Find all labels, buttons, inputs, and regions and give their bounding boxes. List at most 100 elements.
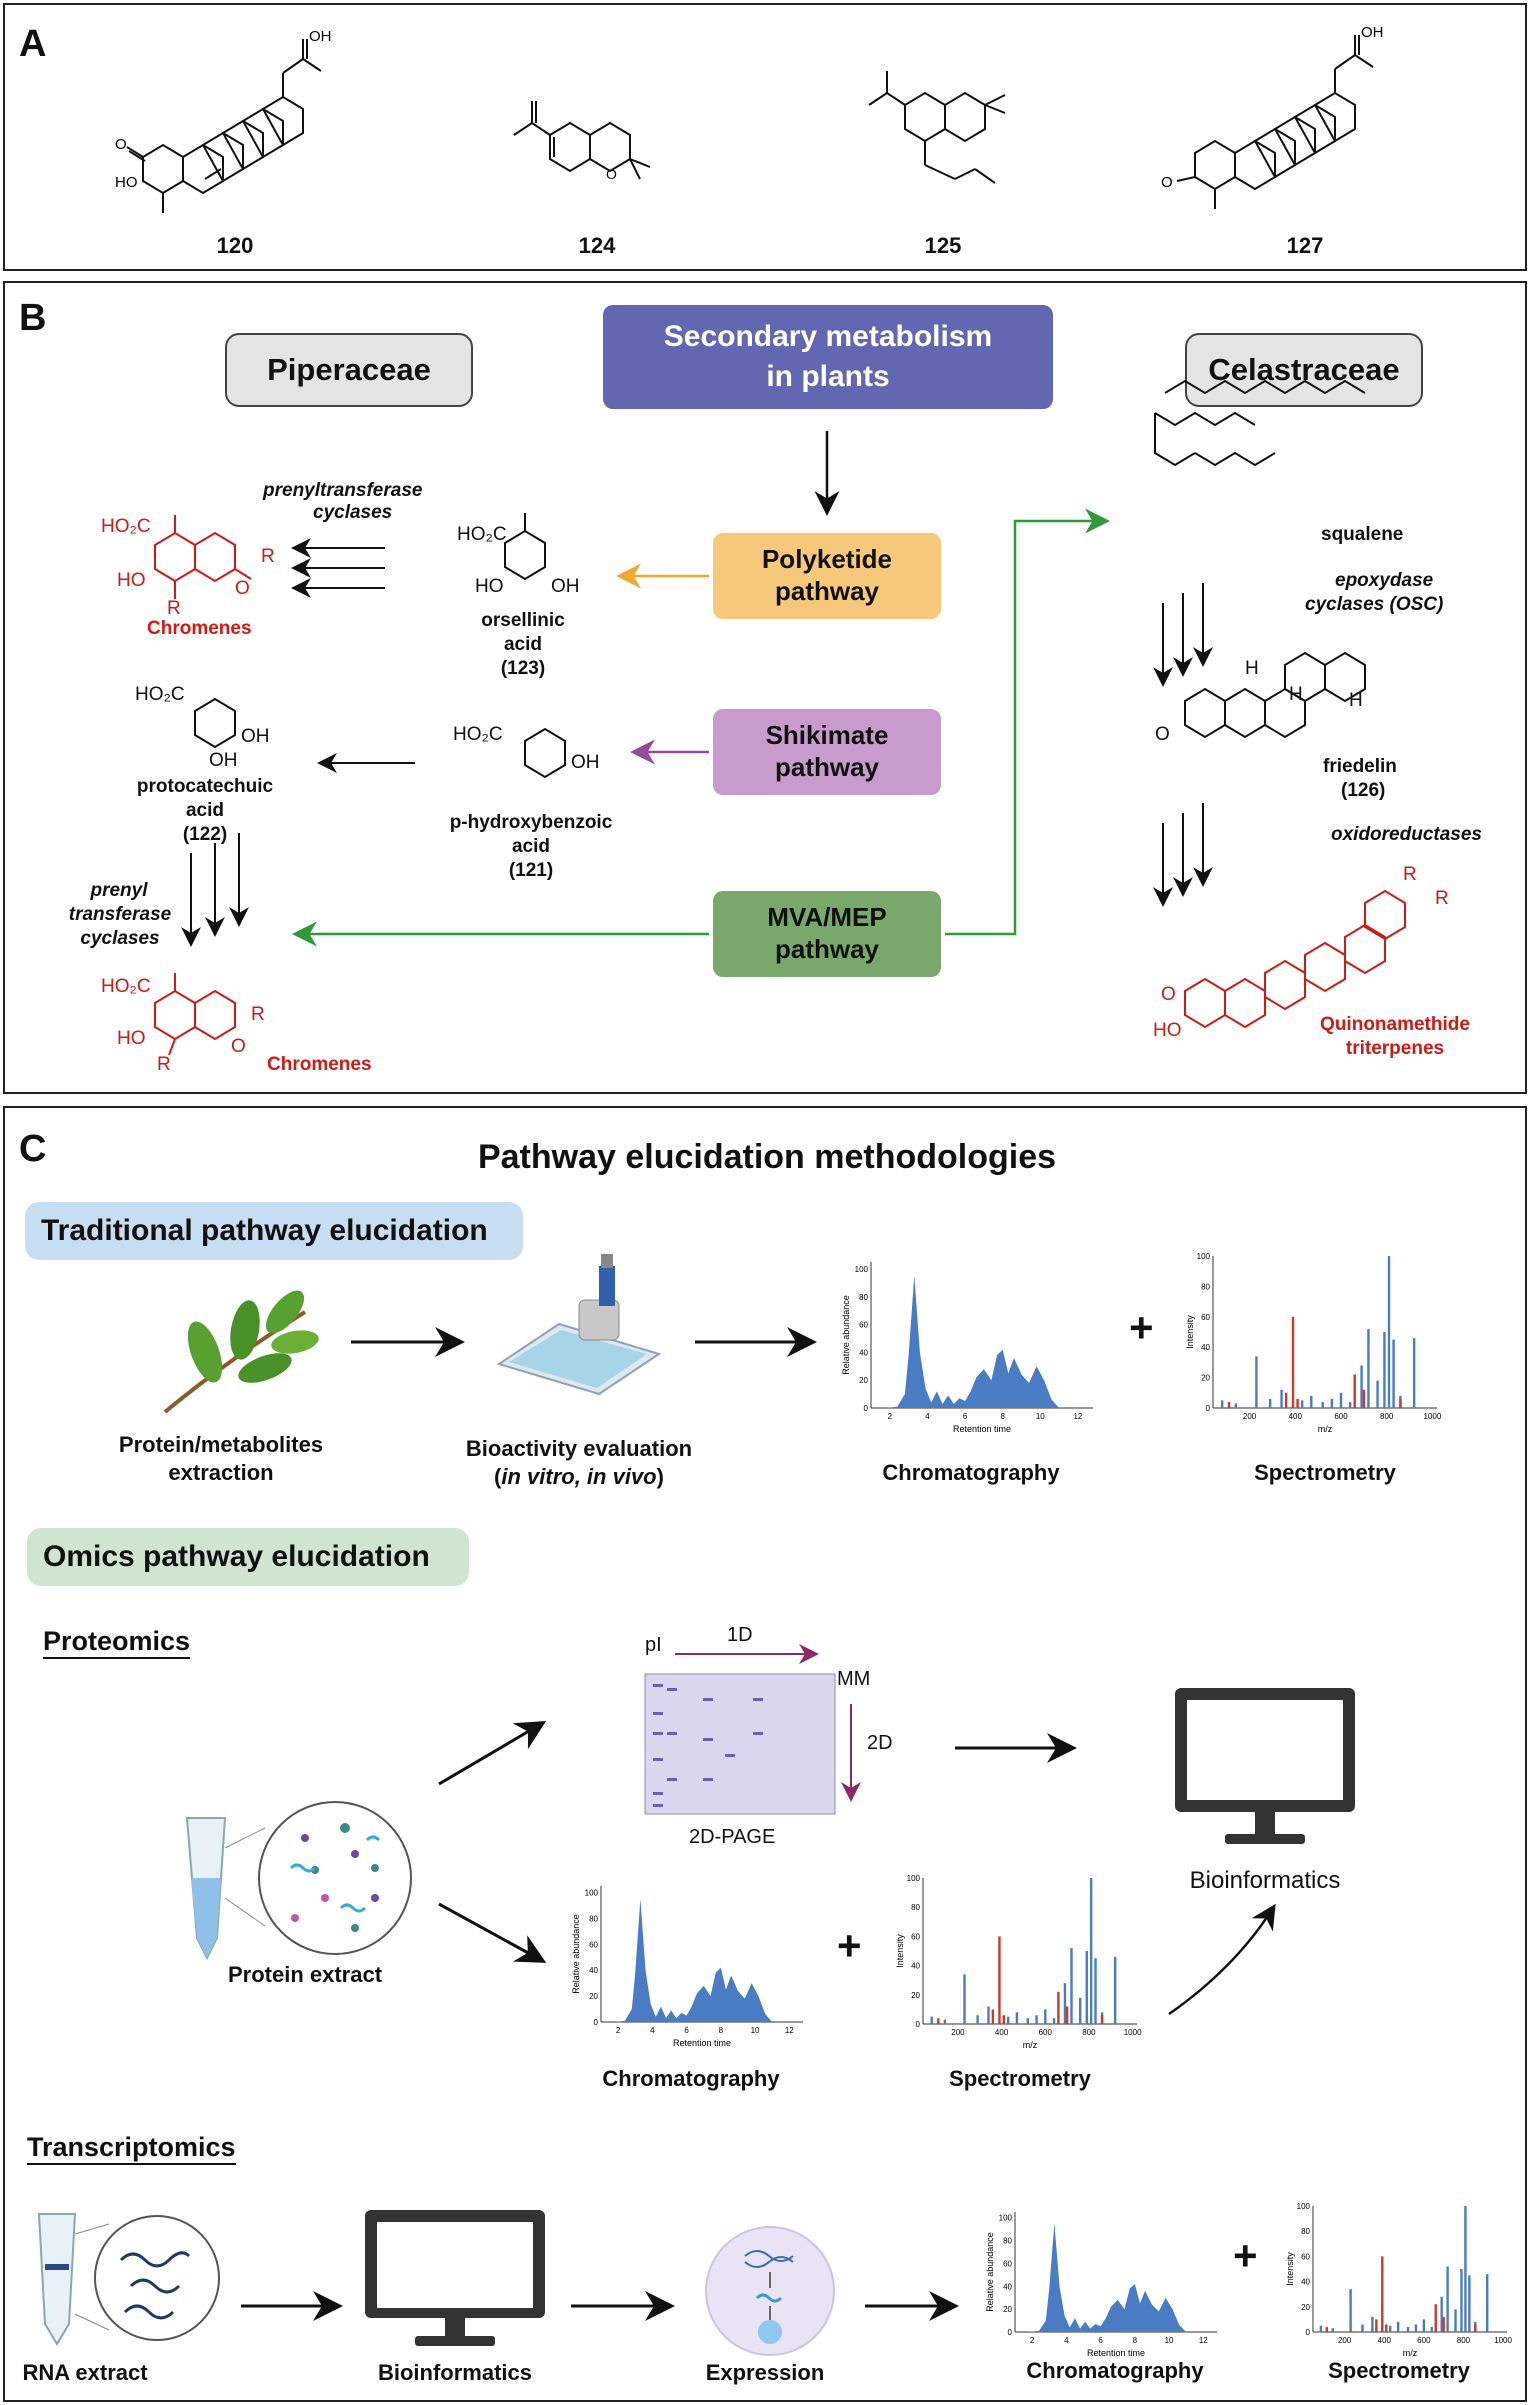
y-tick-label: 100 xyxy=(855,1265,869,1274)
x-axis-label: Retention time xyxy=(953,1424,1011,1434)
spectrum-peak xyxy=(1474,2324,1477,2332)
hydroxybenzoic-name-3: (121) xyxy=(508,860,554,881)
c127-o-label: O xyxy=(1161,174,1173,191)
x-tick-label: 2 xyxy=(616,2026,621,2035)
spectrum-peak xyxy=(1454,2309,1457,2332)
x-tick-label: 6 xyxy=(963,1412,968,1421)
extraction-label-2: extraction xyxy=(168,1460,274,1485)
orsellinic-ho: HO xyxy=(475,576,504,597)
panel-a: A OH O HO 120 xyxy=(3,3,1527,271)
x-axis-label: m/z xyxy=(1318,1424,1333,1434)
orsellinic-name-3: (123) xyxy=(500,658,546,679)
panel-b-label: B xyxy=(19,297,47,339)
chromene-top-o: O xyxy=(235,578,250,599)
y-tick-label: 100 xyxy=(1197,1252,1211,1261)
x-tick-label: 10 xyxy=(1036,1412,1045,1421)
chromatography-label-2: Chromatography xyxy=(602,2066,780,2091)
y-tick-label: 80 xyxy=(1301,2227,1310,2236)
friedelin-h2: H xyxy=(1289,684,1303,705)
y-tick-label: 20 xyxy=(1201,1374,1210,1383)
spectrum-peak xyxy=(1353,1374,1356,1408)
spectrum-peak xyxy=(1052,2018,1056,2024)
gel-2d-page xyxy=(644,1644,861,1815)
plus-sign-1: + xyxy=(1129,1304,1154,1351)
protocatechuic-ho2c: HO₂C xyxy=(135,684,185,705)
spectrum-peak xyxy=(963,1974,966,2024)
spectrum-peak xyxy=(1348,1401,1352,1408)
orsellinic-name-1: orsellinic xyxy=(481,610,565,631)
protocatechuic-name-1: protocatechuic xyxy=(136,776,274,797)
y-tick-label: 40 xyxy=(859,1348,868,1357)
compound-127-structure: OH O xyxy=(1161,24,1384,209)
rna-extract-label: RNA extract xyxy=(22,2360,148,2385)
spectrum-peak xyxy=(1035,2015,1038,2024)
x-tick-label: 2 xyxy=(1030,2336,1035,2345)
c124-o-label: O xyxy=(606,166,617,182)
spectrum-peak xyxy=(1406,2326,1410,2332)
x-tick-label: 600 xyxy=(1334,1412,1348,1421)
family-piperaceae: Piperaceae xyxy=(225,333,473,407)
protocatechuic-name-2: acid xyxy=(185,800,225,821)
x-axis-label: m/z xyxy=(1023,2040,1038,2050)
orsellinic-name-2: acid xyxy=(503,634,543,655)
orsellinic-structure xyxy=(504,513,546,581)
traditional-pill: Traditional pathway elucidation xyxy=(25,1202,523,1260)
spectrum-peak xyxy=(1371,2316,1374,2332)
gel-mm-label: MM xyxy=(837,1668,871,1690)
x-tick-label: 200 xyxy=(1338,2336,1352,2345)
friedelin-h1: H xyxy=(1245,658,1259,679)
x-tick-label: 200 xyxy=(1243,1412,1257,1421)
friedelin-name-2: (126) xyxy=(1341,780,1386,801)
spectrum-peak xyxy=(1399,1398,1402,1408)
spectrometry-label-3: Spectrometry xyxy=(1328,2358,1470,2383)
panel-c: C Pathway elucidation methodologies Trad… xyxy=(3,1106,1527,2402)
spectrum-peak xyxy=(1113,1956,1117,2024)
bioinformatics-label-1: Bioinformatics xyxy=(1189,1867,1341,1894)
spectrum-peak xyxy=(1085,1951,1088,2024)
x-tick-label: 2 xyxy=(888,1412,893,1421)
protocatechuic-structure xyxy=(194,697,236,749)
bioactivity-paren-close: ) xyxy=(656,1464,664,1489)
y-tick-label: 100 xyxy=(907,1874,921,1883)
spectrum-peak xyxy=(1442,2316,1445,2332)
spectrum-peak xyxy=(1361,2324,1364,2332)
spectrum-peak xyxy=(1360,1365,1363,1408)
panel-c-title: Pathway elucidation methodologies xyxy=(477,1138,1057,1176)
y-tick-label: 100 xyxy=(585,1888,599,1897)
spectrum-peak xyxy=(1422,2319,1426,2332)
polyketide-label-1: Polyketide xyxy=(761,544,893,574)
orsellinic-oh: OH xyxy=(551,576,580,597)
spectrum-peak xyxy=(937,2018,940,2024)
spectrum-peak xyxy=(1434,2304,1437,2332)
spectrum-peak xyxy=(1331,2328,1334,2332)
y-axis-label: Relative abundance xyxy=(985,2232,995,2312)
y-tick-label: 60 xyxy=(1301,2252,1310,2261)
compound-120-structure: OH O HO xyxy=(115,28,332,213)
chromatogram-area xyxy=(886,1275,1060,1408)
y-axis-label: Intensity xyxy=(1185,1315,1195,1349)
spectrum-peak xyxy=(1362,1389,1366,1408)
c120-oh-label: OH xyxy=(309,28,332,45)
bioinformatics-label-2: Bioinformatics xyxy=(377,2360,533,2385)
x-tick-label: 800 xyxy=(1082,2028,1096,2037)
y-tick-label: 60 xyxy=(1201,1313,1210,1322)
spectrum-peak xyxy=(1006,2016,1010,2024)
secondary-metabolism-box: Secondary metabolism in plants xyxy=(603,305,1053,409)
hydroxybenzoic-ho2c: HO₂C xyxy=(453,724,503,745)
enzyme-epoxydase-2: cyclases (OSC) xyxy=(1305,594,1444,615)
spectrum-peak xyxy=(1414,2324,1418,2332)
x-tick-label: 600 xyxy=(1417,2336,1431,2345)
y-tick-label: 60 xyxy=(589,1940,598,1949)
spectrum-peak xyxy=(1280,1389,1283,1408)
x-tick-label: 12 xyxy=(785,2026,794,2035)
plus-sign-3: + xyxy=(1233,2232,1258,2279)
chromene-bottom-o: O xyxy=(231,1036,246,1057)
spectrum-peak xyxy=(1396,2321,1400,2332)
spectrum-peak xyxy=(1412,1338,1416,1408)
spectrum-peak xyxy=(1367,1328,1370,1408)
spectrum-peak xyxy=(1065,2006,1069,2024)
squalene-structure xyxy=(1154,379,1366,467)
spectrum-peak xyxy=(1300,1400,1304,1408)
